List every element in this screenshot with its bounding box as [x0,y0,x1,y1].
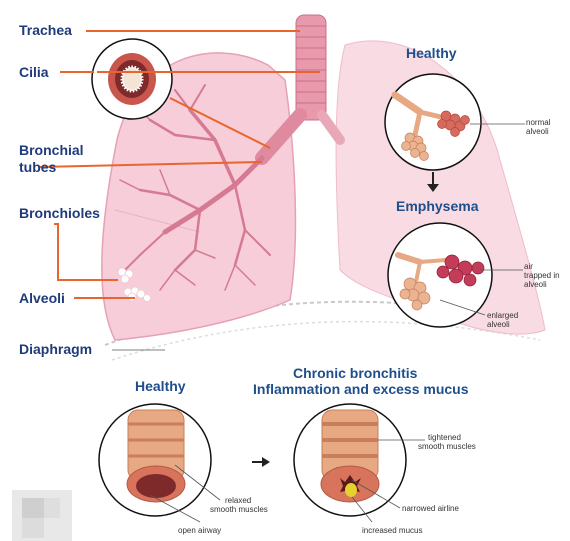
increased-mucus-label: increased mucus [362,526,422,535]
healthy-airway-tube [127,410,185,502]
label-trachea: Trachea [19,22,72,38]
enlarged-alveoli-label-2: alveoli [487,320,510,329]
open-airway-label: open airway [178,526,221,535]
normal-alveoli-label-1: normal [526,118,550,127]
trachea-tube [296,15,326,120]
label-diaphragm: Diaphragm [19,341,92,357]
placeholder-document-icon [12,490,72,541]
enlarged-alveoli-label-1: enlarged [487,311,518,320]
tightened-label-2: smooth muscles [418,442,476,451]
right-arrow-head [262,457,270,467]
normal-alveoli-label-2: alveoli [526,127,549,136]
air-trapped-label-2: trapped in [524,271,560,280]
label-alveoli: Alveoli [19,290,65,306]
label-bronchioles: Bronchioles [19,205,100,221]
bronchitis-healthy-title: Healthy [135,378,186,394]
narrowed-airline-label: narrowed airline [402,504,459,513]
label-bronchial: Bronchial [19,142,84,158]
mucus [345,483,357,497]
emphysema-title: Emphysema [396,198,478,214]
label-tubes: tubes [19,159,56,175]
relaxed-label-1: relaxed [225,496,251,505]
bronchitis-title-1: Chronic bronchitis [293,365,417,381]
tightened-label-1: tightened [428,433,461,442]
emphysema-healthy-title: Healthy [406,45,457,61]
air-trapped-label-3: alveoli [524,280,547,289]
label-cilia: Cilia [19,64,49,80]
bronchitis-title-2: Inflammation and excess mucus [253,381,469,397]
air-trapped-label-1: air [524,262,533,271]
bronchitis-airway-tube [321,410,379,502]
cilia-lumen [122,67,142,91]
relaxed-label-2: smooth muscles [210,505,268,514]
